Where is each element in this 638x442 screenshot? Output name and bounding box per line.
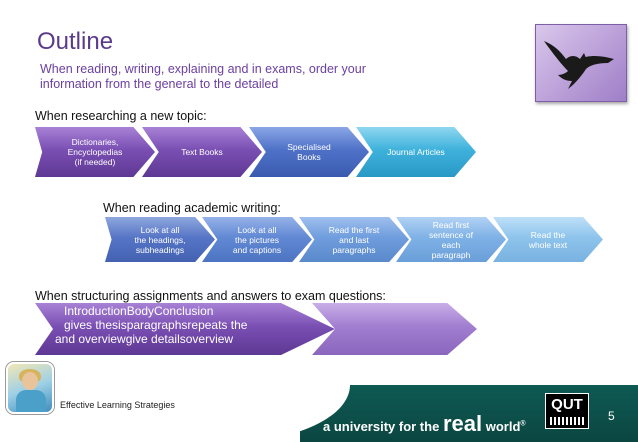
tagline-world: world <box>485 419 521 434</box>
structuring-line-2: gives thesisparagraphsrepeats the <box>64 318 248 332</box>
tagline: a university for the real world® <box>323 411 526 437</box>
avatar-head <box>22 372 38 390</box>
tagline-prefix: a university for the <box>323 419 440 434</box>
research-step-3: Specialised Books <box>249 127 369 177</box>
bird-icon <box>544 41 614 89</box>
avatar <box>6 362 54 414</box>
slide-subtitle: When reading, writing, explaining and in… <box>40 62 366 91</box>
academic-step-2: Look at all the pictures and captions <box>202 217 312 262</box>
avatar-body <box>16 390 46 412</box>
registered-mark: ® <box>520 420 526 428</box>
tagline-real: real <box>442 411 483 436</box>
qut-logo-text: QUT <box>551 396 583 413</box>
page-number: 5 <box>608 409 615 423</box>
structuring-step-2 <box>312 303 477 355</box>
structuring-label: When structuring assignments and answers… <box>35 289 386 303</box>
structuring-line-3: and overviewgive detailsoverview <box>55 332 234 346</box>
qut-logo-bars <box>550 417 586 425</box>
academic-step-5: Read the whole text <box>493 217 603 262</box>
research-step-2: Text Books <box>142 127 262 177</box>
research-label: When researching a new topic: <box>35 109 207 123</box>
academic-step-3: Read the first and last paragraphs <box>299 217 409 262</box>
bird-image <box>535 24 627 102</box>
academic-label: When reading academic writing: <box>103 201 281 215</box>
structuring-line-1: IntroductionBodyConclusion <box>64 304 214 318</box>
qut-logo: QUT <box>545 393 589 429</box>
research-step-4: Journal Articles <box>356 127 476 177</box>
academic-step-1: Look at all the headings, subheadings <box>105 217 215 262</box>
structuring-step-1 <box>35 303 335 355</box>
footer-label: Effective Learning Strategies <box>60 400 175 410</box>
academic-step-4: Read first sentence of each paragraph <box>396 217 506 262</box>
slide-title: Outline <box>37 28 114 55</box>
research-step-1: Dictionaries, Encyclopedias (if needed) <box>35 127 155 177</box>
